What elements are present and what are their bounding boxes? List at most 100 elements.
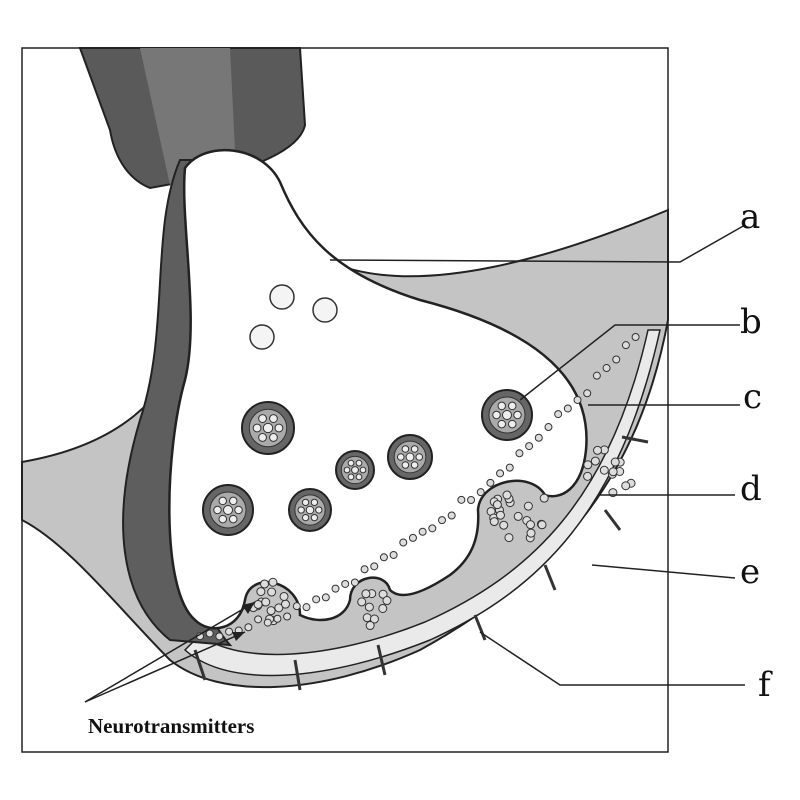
- neurotransmitter: [513, 511, 523, 521]
- neurotransmitter: [438, 516, 446, 525]
- label-d: d: [740, 469, 762, 509]
- neurotransmitter: [497, 419, 506, 429]
- neurotransmitter: [593, 445, 603, 455]
- neurotransmitter: [253, 599, 263, 609]
- neurotransmitter: [302, 603, 311, 612]
- neurotransmitter: [350, 578, 359, 587]
- neurotransmitter: [280, 599, 290, 609]
- neurotransmitter: [261, 597, 271, 607]
- neurotransmitter: [382, 596, 392, 606]
- axon-terminal: [168, 148, 588, 630]
- neurotransmitter: [467, 495, 476, 504]
- neurotransmitter: [525, 442, 534, 451]
- neurotransmitter: [234, 505, 243, 515]
- neurotransmitter: [269, 433, 278, 442]
- neurotransmitter: [359, 466, 367, 474]
- neurotransmitter: [563, 404, 572, 413]
- neurotransmitter: [583, 460, 593, 470]
- neurotransmitter: [365, 621, 375, 631]
- neurotransmitter: [362, 613, 372, 623]
- neurotransmitter: [544, 423, 553, 432]
- neurotransmitter: [260, 579, 270, 589]
- neurotransmitter: [534, 433, 543, 442]
- neurotransmitter: [364, 602, 374, 612]
- neurotransmitter: [508, 419, 517, 429]
- neurotransmitter: [495, 510, 505, 520]
- neurotransmitter: [496, 469, 505, 478]
- neurotransmitter: [266, 606, 276, 616]
- neurotransmitter: [263, 618, 272, 627]
- neurotransmitter: [361, 589, 371, 599]
- neurotransmitter: [274, 423, 284, 433]
- neurotransmitter: [537, 520, 547, 530]
- neurotransmitter: [602, 364, 611, 373]
- neurotransmitter: [539, 493, 549, 503]
- neurotransmitter: [523, 501, 533, 511]
- neurotransmitter: [428, 524, 437, 533]
- neurotransmitter: [502, 490, 512, 500]
- neurotransmitter: [357, 597, 367, 607]
- neurotransmitter: [504, 533, 514, 543]
- neurotransmitter: [631, 333, 640, 342]
- receptors: [193, 435, 649, 691]
- synaptic-vesicles: [202, 389, 533, 536]
- neurotransmitter: [355, 459, 363, 467]
- neurotransmitter: [315, 506, 323, 514]
- neurotransmitter: [370, 562, 379, 571]
- neurotransmitter: [225, 627, 234, 636]
- neurotransmitter: [331, 584, 340, 593]
- label-c: c: [743, 377, 763, 417]
- neurotransmitter: [590, 456, 600, 466]
- neurotransmitter: [205, 629, 214, 638]
- neurotransmitter: [583, 471, 593, 481]
- neurotransmitter: [621, 481, 631, 491]
- neurotransmitter: [396, 453, 405, 461]
- neurotransmitter: [292, 602, 301, 611]
- neurotransmitter: [554, 410, 563, 419]
- neurotransmitter: [378, 603, 388, 613]
- neurotransmitter: [244, 623, 253, 632]
- neurotransmitter: [489, 517, 499, 527]
- neurotransmitter: [457, 495, 466, 504]
- neurotransmitter: [492, 410, 501, 420]
- neurotransmitters-caption: Neurotransmitters: [88, 714, 255, 738]
- neurotransmitter: [355, 473, 363, 481]
- neurotransmitter: [258, 414, 267, 423]
- neurotransmitter: [592, 371, 601, 380]
- neurotransmitter: [256, 587, 266, 597]
- neurotransmitter: [379, 553, 388, 562]
- neurotransmitter: [515, 449, 524, 458]
- neurotransmitter: [229, 514, 238, 524]
- synaptic-cleft: [183, 329, 661, 677]
- neurotransmitter: [418, 527, 427, 536]
- neurotransmitter: [274, 603, 284, 613]
- neurotransmitter: [410, 445, 419, 453]
- neurotransmitter: [343, 466, 351, 474]
- neurotransmitter: [254, 615, 263, 624]
- neurotransmitter: [341, 579, 350, 588]
- neurotransmitter: [492, 500, 502, 510]
- neurotransmitter: [310, 498, 319, 507]
- neurotransmitter: [621, 341, 630, 350]
- neurotransmitter: [508, 401, 517, 411]
- neurotransmitter: [218, 514, 227, 524]
- neurotransmitter: [583, 389, 592, 398]
- neurotransmitter: [305, 505, 315, 515]
- label-f: f: [758, 665, 771, 705]
- neurotransmitter: [301, 498, 310, 507]
- neurotransmitter: [399, 538, 408, 547]
- neurotransmitter: [351, 466, 359, 474]
- neurotransmitter: [213, 505, 222, 515]
- neurotransmitter: [486, 478, 495, 487]
- neurotransmitter: [283, 612, 292, 621]
- neurotransmitter: [297, 506, 305, 514]
- frame: [21, 47, 669, 753]
- neurotransmitter: [267, 587, 277, 597]
- neurotransmitter: [525, 520, 535, 530]
- neurotransmitter: [229, 496, 238, 506]
- leader-lines: [84, 224, 746, 703]
- neurotransmitter: [223, 505, 233, 515]
- neurotransmitter: [218, 496, 227, 506]
